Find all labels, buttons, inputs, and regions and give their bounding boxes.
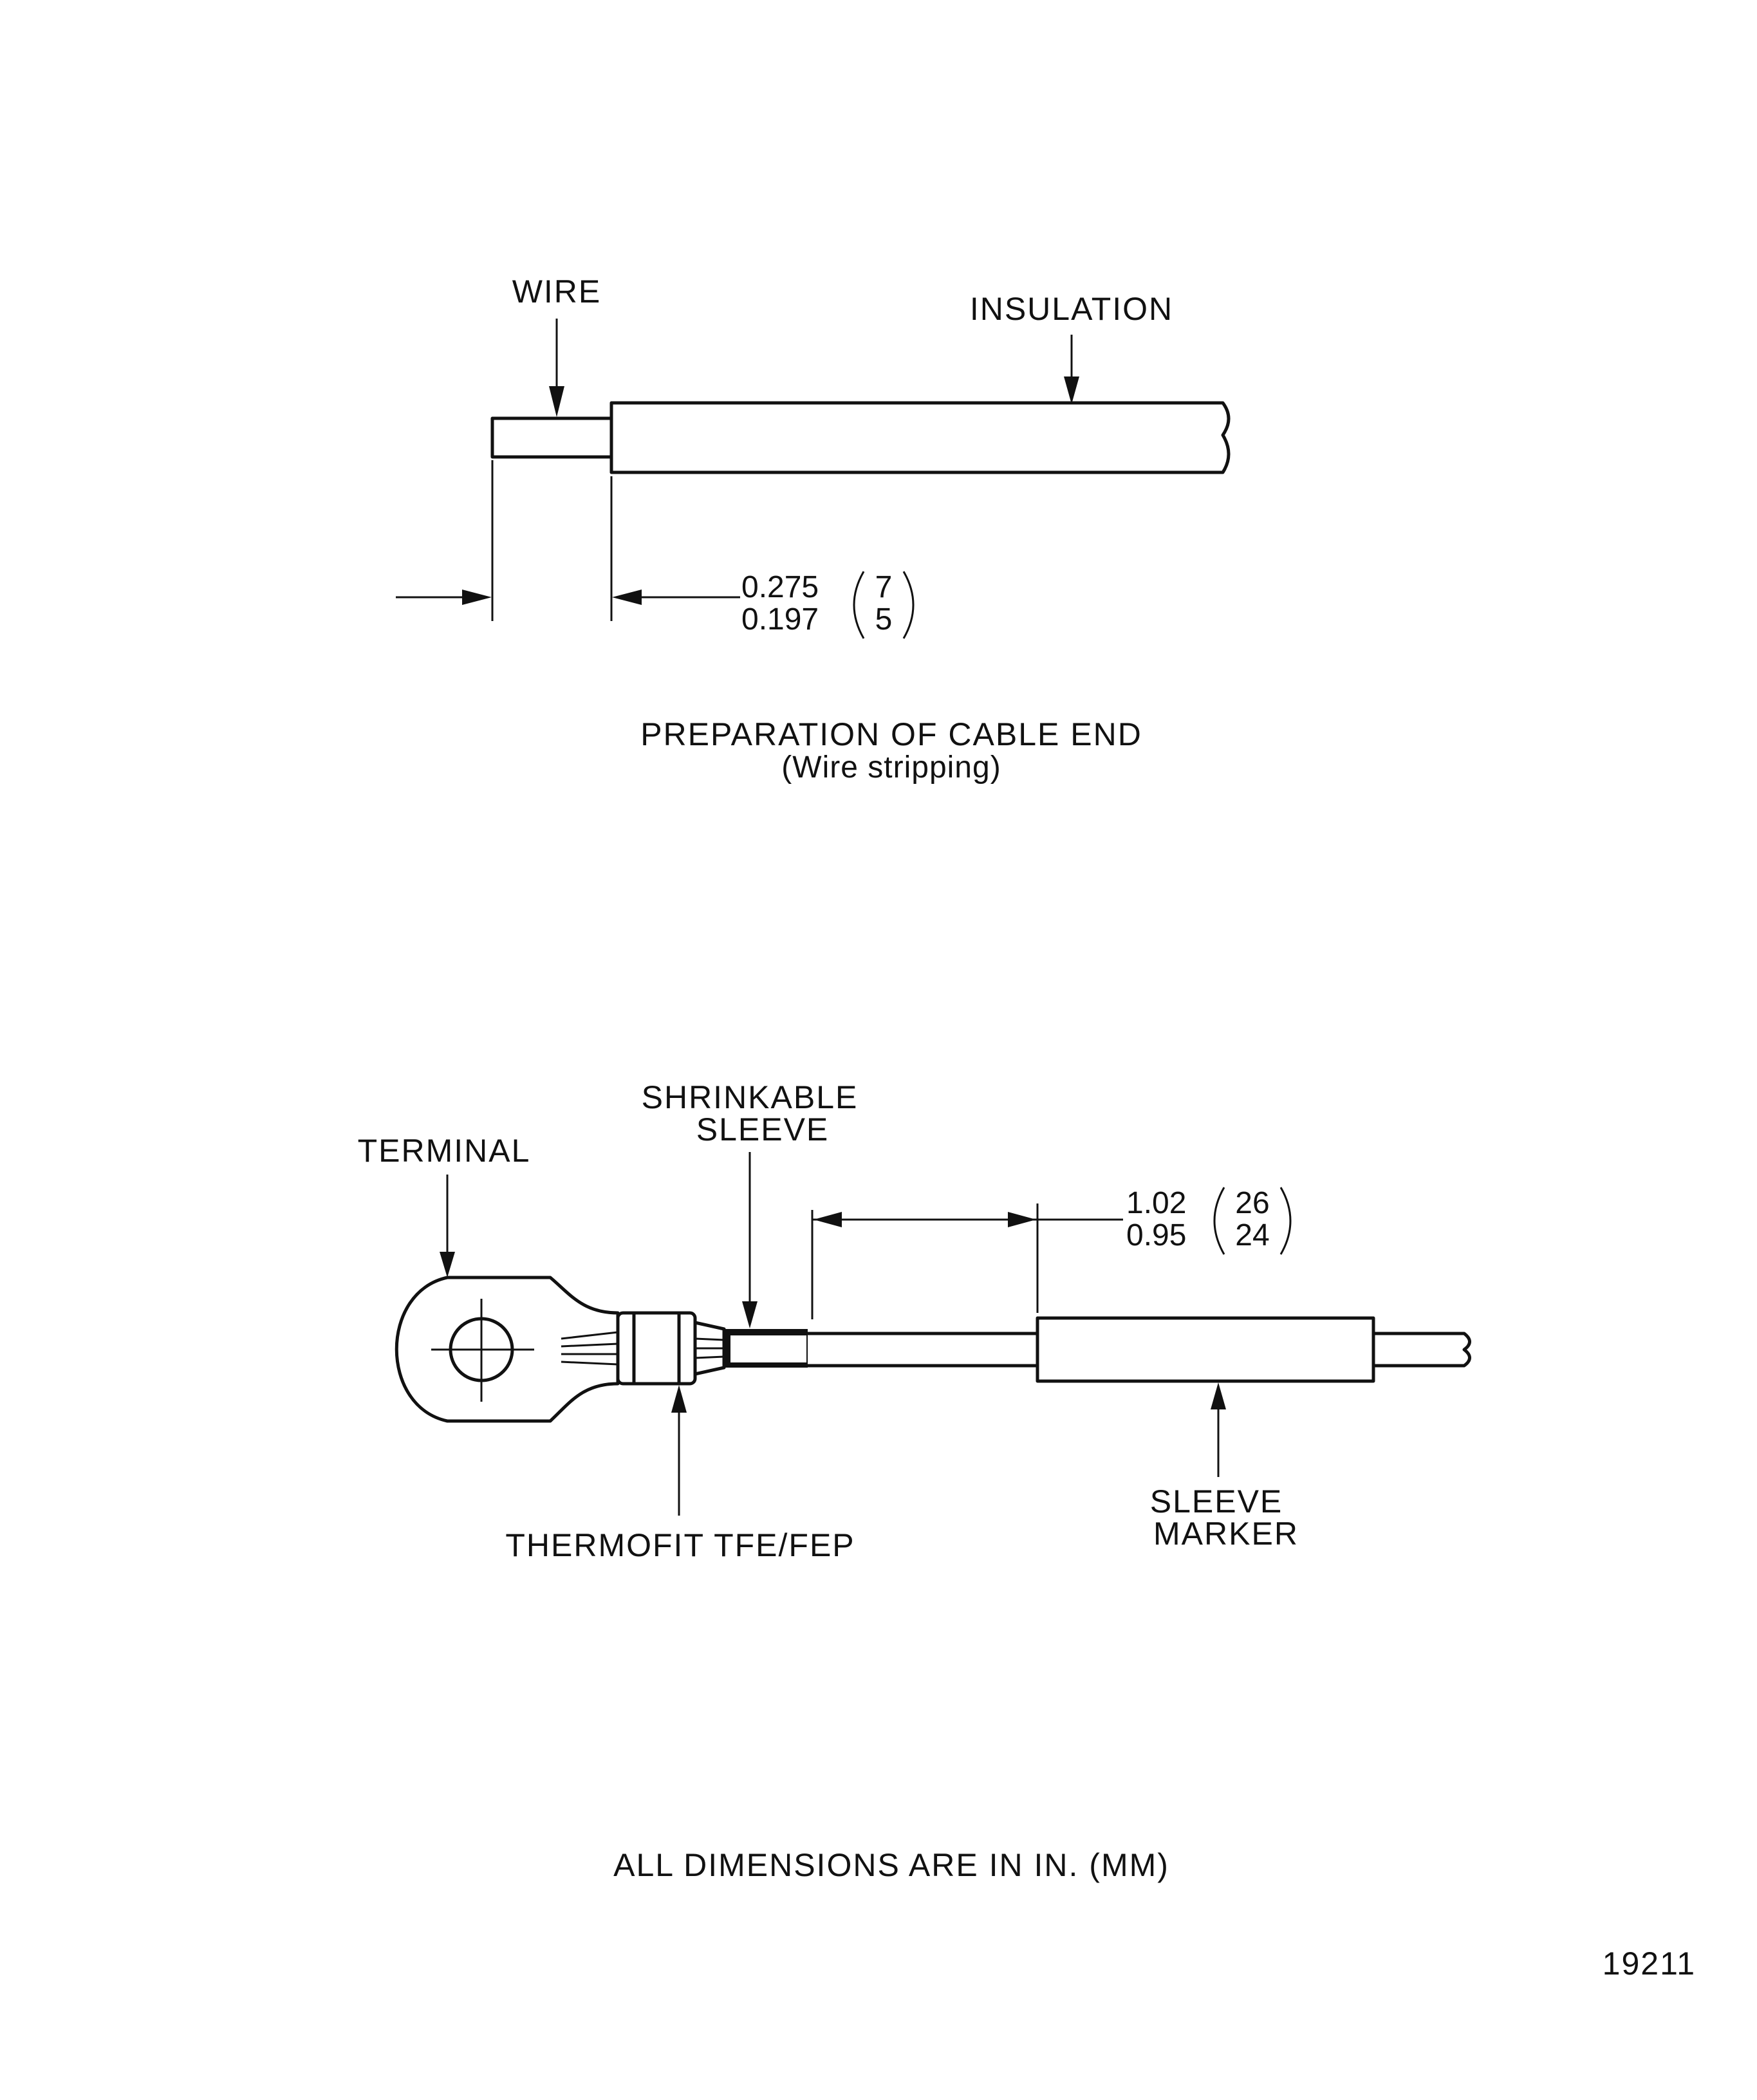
wire-strand	[561, 1361, 618, 1366]
dimension-2-close-paren	[1279, 1187, 1292, 1255]
dimension-arrowhead-right	[612, 590, 642, 605]
insulation-body	[609, 401, 1231, 474]
insulation-label: INSULATION	[970, 291, 1173, 327]
wire-strand	[561, 1343, 618, 1348]
dimension-1-inch-min: 0.197	[741, 602, 819, 637]
dimension-1-close-paren	[902, 571, 915, 639]
wire-label: WIRE	[512, 274, 602, 310]
shrinkable-sleeve-label-line1: SHRINKABLE	[642, 1079, 859, 1115]
dimension-1-mm-max: 7	[875, 570, 893, 604]
ring-terminal	[395, 1276, 620, 1423]
dimension-1-open-paren	[853, 571, 865, 639]
insulation-arrowhead	[1064, 376, 1079, 404]
units-note: ALL DIMENSIONS ARE IN IN. (MM)	[613, 1847, 1169, 1883]
dimension-arrowhead-left	[462, 590, 492, 605]
sleeve-strand	[694, 1355, 725, 1359]
thermofit-arrowhead	[671, 1385, 687, 1413]
sleeve-marker-label-line2: MARKER	[1153, 1516, 1299, 1552]
cable-tail	[1371, 1332, 1471, 1368]
sleeve-marker	[1036, 1316, 1375, 1383]
dimension-2-open-paren	[1213, 1187, 1225, 1255]
shrinkable-sleeve-arrowhead	[742, 1301, 758, 1328]
shrinkable-sleeve-inner	[730, 1335, 806, 1362]
sleeve-marker-label-line1: SLEEVE	[1150, 1483, 1283, 1519]
figure-2-terminal-assembly: TERMINAL SHRINKABLE SLEEVE THERMOFIT TFE…	[358, 1079, 1471, 1563]
dimension-2-mm-min: 24	[1235, 1218, 1269, 1252]
wire-arrowhead	[549, 386, 564, 417]
figure-1-subcaption: (Wire stripping)	[781, 750, 1001, 785]
sleeve-marker-arrowhead	[1211, 1382, 1226, 1409]
dimension-2-inch-min: 0.95	[1126, 1218, 1186, 1252]
shrinkable-sleeve-label-line2: SLEEVE	[696, 1111, 830, 1148]
sleeve-strand	[694, 1337, 725, 1341]
thermofit-label: THERMOFIT TFE/FEP	[505, 1527, 855, 1563]
dimension-2-arrowhead-right	[1008, 1212, 1036, 1227]
figure-1-cable-stripping: WIRE INSULATION 0.275 0.197 7 5 PREPARAT…	[396, 274, 1231, 785]
figure-1-caption: PREPARATION OF CABLE END	[640, 716, 1142, 752]
thermofit-sleeve	[616, 1311, 697, 1386]
wire-conductor	[490, 416, 613, 459]
dimension-1-mm-min: 5	[875, 602, 893, 637]
dimension-2-inch-max: 1.02	[1126, 1186, 1186, 1220]
wire-strand	[561, 1331, 618, 1340]
dimension-2-mm-max: 26	[1235, 1186, 1269, 1220]
dimension-2-arrowhead-left	[813, 1212, 842, 1227]
dimension-1-inch-max: 0.275	[741, 570, 819, 604]
terminal-label: TERMINAL	[358, 1133, 531, 1169]
terminal-arrowhead	[440, 1252, 455, 1278]
figure-number: 19211	[1603, 1946, 1696, 1982]
